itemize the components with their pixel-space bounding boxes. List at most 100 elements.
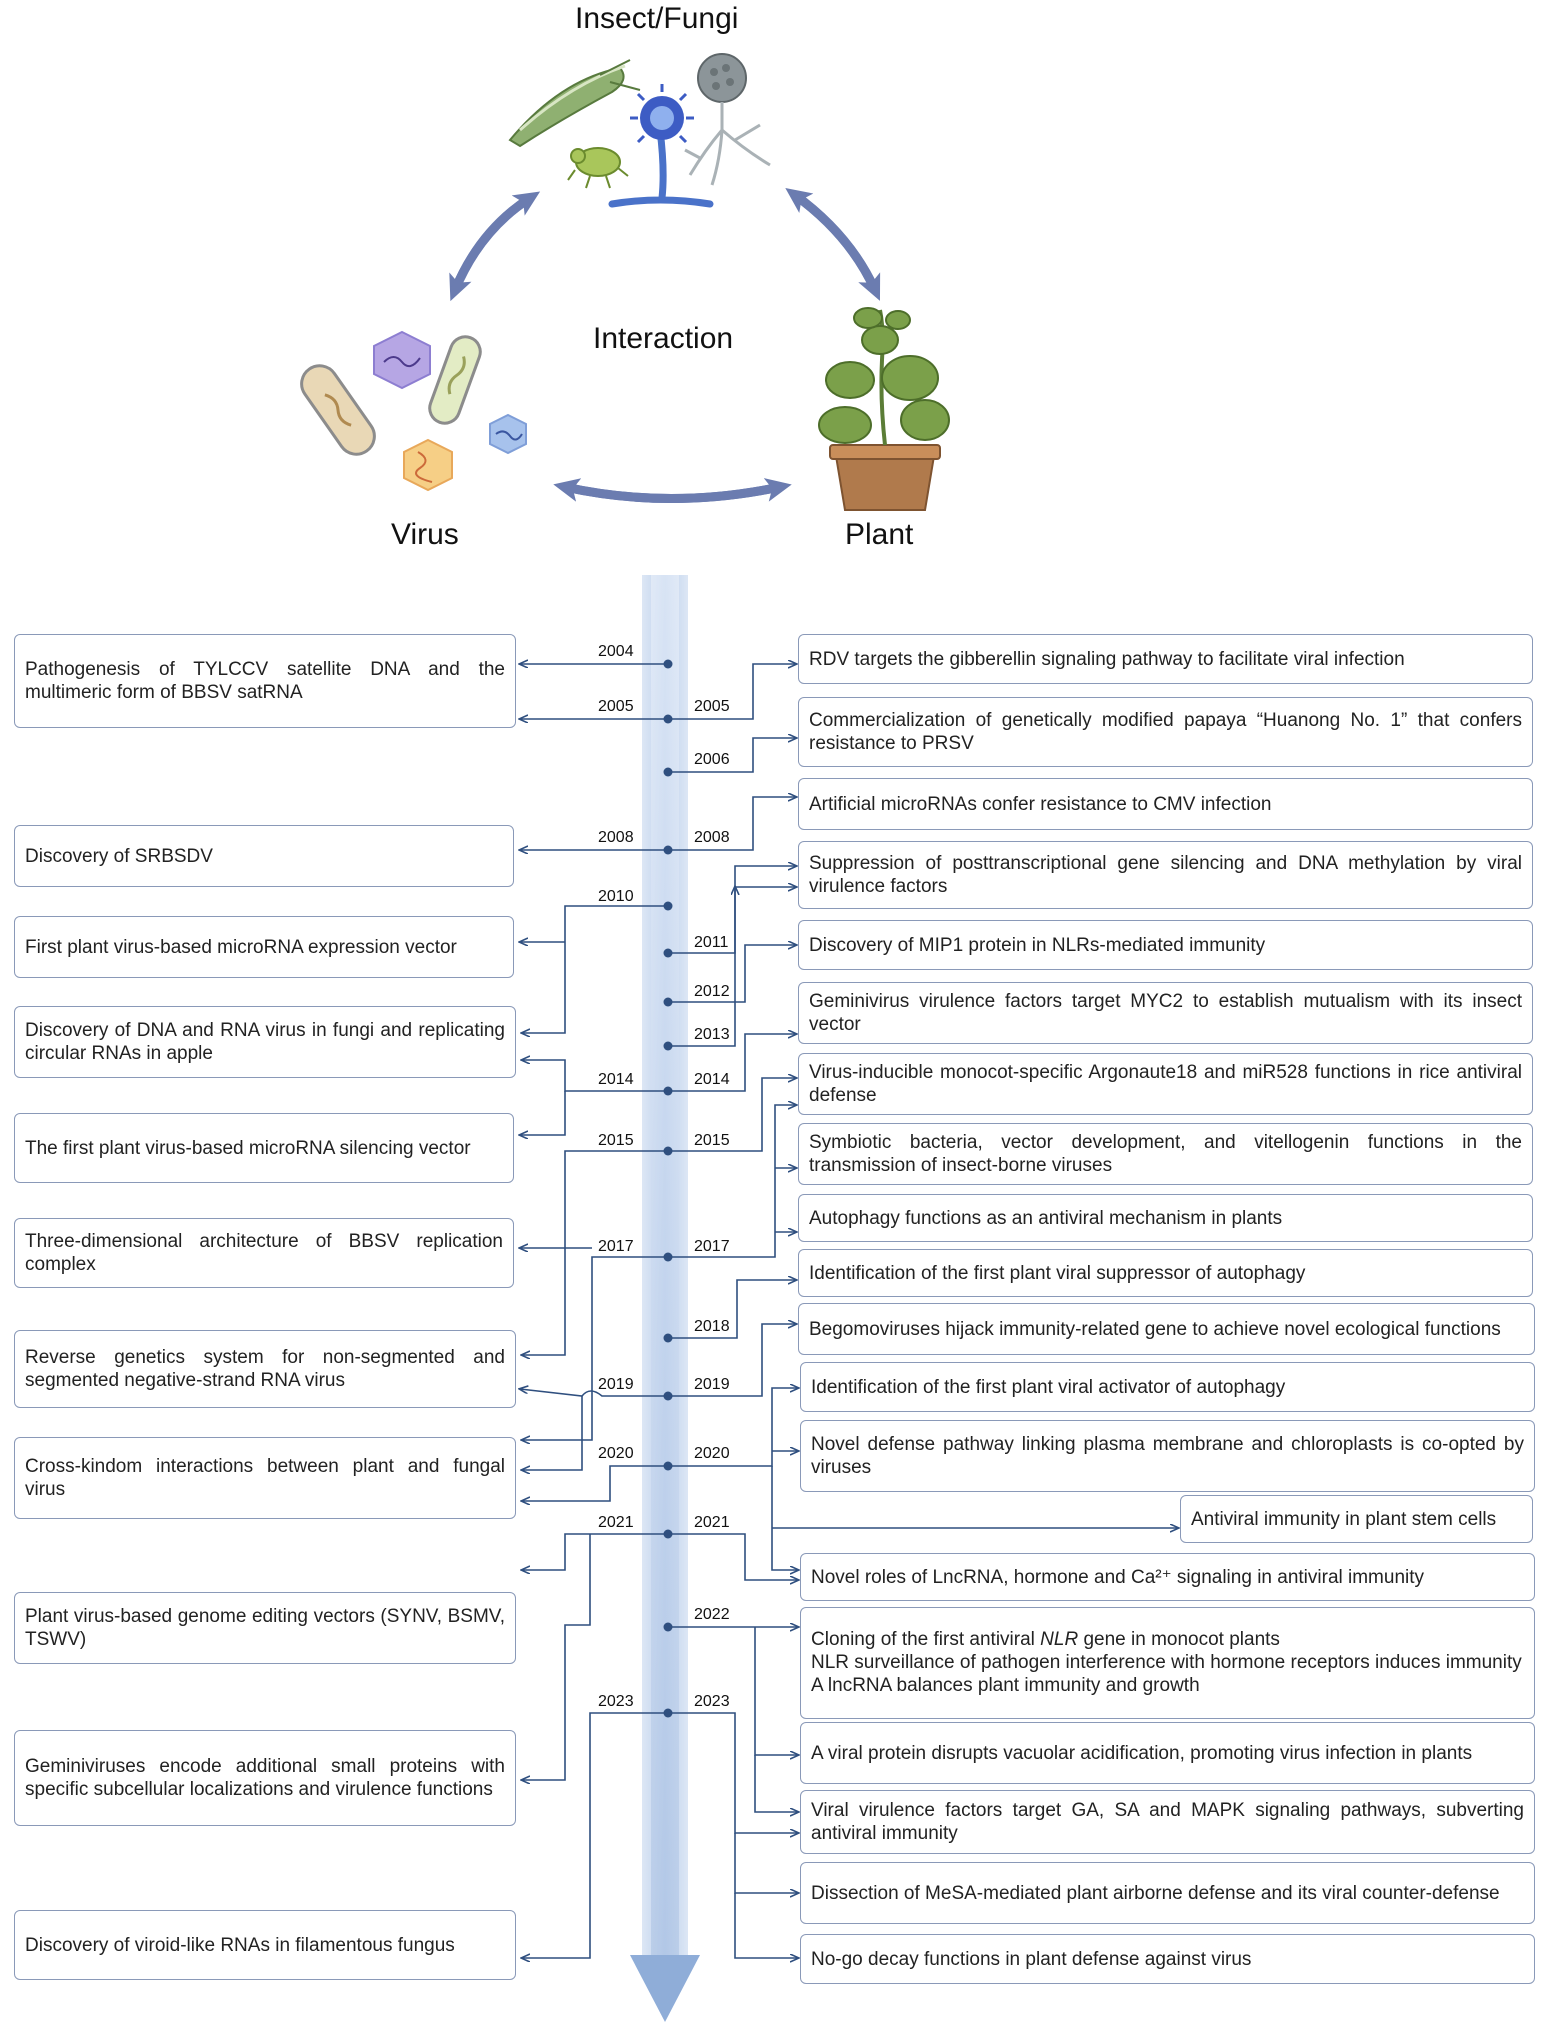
link-r-2022c [754,1755,798,1812]
year-dot-15 [663,1622,673,1632]
right-event-myc2: Geminivirus virulence factors target MYC… [798,982,1533,1044]
link-l-2021 [522,1533,668,1570]
link-r-2020d [771,1466,798,1570]
virus-label: Virus [391,518,459,551]
left-event-srbsdv: Discovery of SRBSDV [14,825,514,887]
virus-icon [300,330,527,492]
year-right-2006: 2006 [694,751,730,768]
right-event-autophagy: Autophagy functions as an antiviral mech… [798,1194,1533,1242]
left-event-genome-editing: Plant virus-based genome editing vectors… [14,1592,516,1664]
right-event-begomovirus: Begomoviruses hijack immunity-related ge… [798,1303,1535,1355]
right-event-nlr-monocot: Cloning of the first antiviral NLR gene … [800,1607,1535,1719]
year-dot-13 [663,1461,673,1471]
plant-icon [818,307,950,511]
year-left-2005: 2005 [598,698,634,715]
arrow-to-insect [450,191,541,295]
left-event-silencing-vector: The first plant virus-based microRNA sil… [14,1113,514,1183]
link-l-2017a [522,1256,668,1440]
year-right-2023: 2023 [694,1693,730,1710]
link-r-2020a [668,1388,798,1467]
year-dot-12 [663,1391,673,1401]
left-event-tylccv: Pathogenesis of TYLCCV satellite DNA and… [14,634,516,728]
right-event-amirna-cmv: Artificial microRNAs confer resistance t… [798,778,1533,830]
year-left-2010: 2010 [598,888,634,905]
link-l-2015 [522,1150,668,1355]
link-l-2014b [520,1091,566,1135]
year-right-2022: 2022 [694,1606,730,1623]
cycle-arrows [449,187,881,503]
link-r-2017a [668,1105,796,1258]
year-dot-0 [663,659,673,669]
year-right-2018: 2018 [694,1318,730,1335]
year-left-2015: 2015 [598,1132,634,1149]
year-right-2015: 2015 [694,1132,730,1149]
link-l-2023a [522,1712,668,1958]
link-r-2008 [668,797,796,851]
year-dot-10 [663,1252,673,1262]
link-r-2006 [668,738,796,773]
arrow-to-virus-2 [553,478,785,503]
year-right-2014: 2014 [694,1071,730,1088]
year-right-2013: 2013 [694,1026,730,1043]
year-left-2019: 2019 [598,1376,634,1393]
link-l-2010a [522,905,668,1033]
link-l-2020 [522,1465,668,1501]
year-dot-4 [663,901,673,911]
year-right-2017: 2017 [694,1238,730,1255]
timeline-dots [663,659,673,1718]
timeline-connectors [520,664,1178,1958]
right-event-stem-cells: Antiviral immunity in plant stem cells [1180,1495,1533,1543]
right-event-vacuolar: A viral protein disrupts vacuolar acidif… [800,1722,1535,1784]
year-dot-6 [663,997,673,1007]
plant-label: Plant [845,518,914,551]
insect-icon [508,59,641,189]
right-event-ago18: Virus-inducible monocot-specific Argonau… [798,1053,1533,1115]
left-event-mirna-vector: First plant virus-based microRNA express… [14,916,514,978]
insect-fungi-label: Insect/Fungi [575,2,739,35]
link-l-2019b [522,1396,583,1470]
left-event-bbsv-3d: Three-dimensional architecture of BBSV r… [14,1218,514,1288]
interaction-label: Interaction [593,322,734,355]
year-right-2021: 2021 [694,1514,730,1531]
link-r-2018 [668,1280,796,1339]
fungus-icon [608,53,771,208]
right-event-autophagy-suppressor: Identification of the first plant viral … [798,1249,1533,1297]
year-left-2021: 2021 [598,1514,634,1531]
right-event-mesa: Dissection of MeSA-mediated plant airbor… [800,1862,1535,1924]
right-event-autophagy-activator: Identification of the first plant viral … [800,1362,1535,1412]
year-right-2020: 2020 [694,1445,730,1462]
year-left-2020: 2020 [598,1445,634,1462]
year-dot-11 [663,1333,673,1343]
year-dot-2 [663,767,673,777]
year-right-2019: 2019 [694,1376,730,1393]
year-dot-8 [663,1086,673,1096]
link-r-2022b [754,1627,798,1755]
link-l-2014a [522,1060,668,1092]
year-left-2014: 2014 [598,1071,634,1088]
year-dot-5 [663,948,673,958]
right-event-ga-sa-mapk: Viral virulence factors target GA, SA an… [800,1790,1535,1854]
year-right-2005: 2005 [694,698,730,715]
arrow-to-insect-2 [785,187,880,295]
left-event-cross-kingdom: Cross-kindom interactions between plant … [14,1437,516,1519]
right-event-mip1: Discovery of MIP1 protein in NLRs-mediat… [798,920,1533,970]
right-event-lncrna-hormone: Novel roles of LncRNA, hormone and Ca²⁺ … [800,1553,1535,1601]
year-dot-14 [663,1529,673,1539]
year-left-2008: 2008 [598,829,634,846]
right-event-ptgs: Suppression of posttranscriptional gene … [798,841,1533,909]
link-r-2005 [668,664,796,720]
year-dot-7 [663,1041,673,1051]
link-r-2014 [668,1034,796,1092]
year-right-2008: 2008 [694,829,730,846]
right-event-rdv: RDV targets the gibberellin signaling pa… [798,634,1533,684]
year-dot-3 [663,845,673,855]
timeline-axis [630,575,700,2022]
year-dot-9 [663,1146,673,1156]
year-left-2017: 2017 [598,1238,634,1255]
link-r-2023c [734,1893,798,1958]
link-l-2019a [520,1389,668,1397]
link-r-2012 [668,945,796,1003]
right-event-no-go-decay: No-go decay functions in plant defense a… [800,1934,1535,1984]
link-r-2023a [668,1712,798,1833]
